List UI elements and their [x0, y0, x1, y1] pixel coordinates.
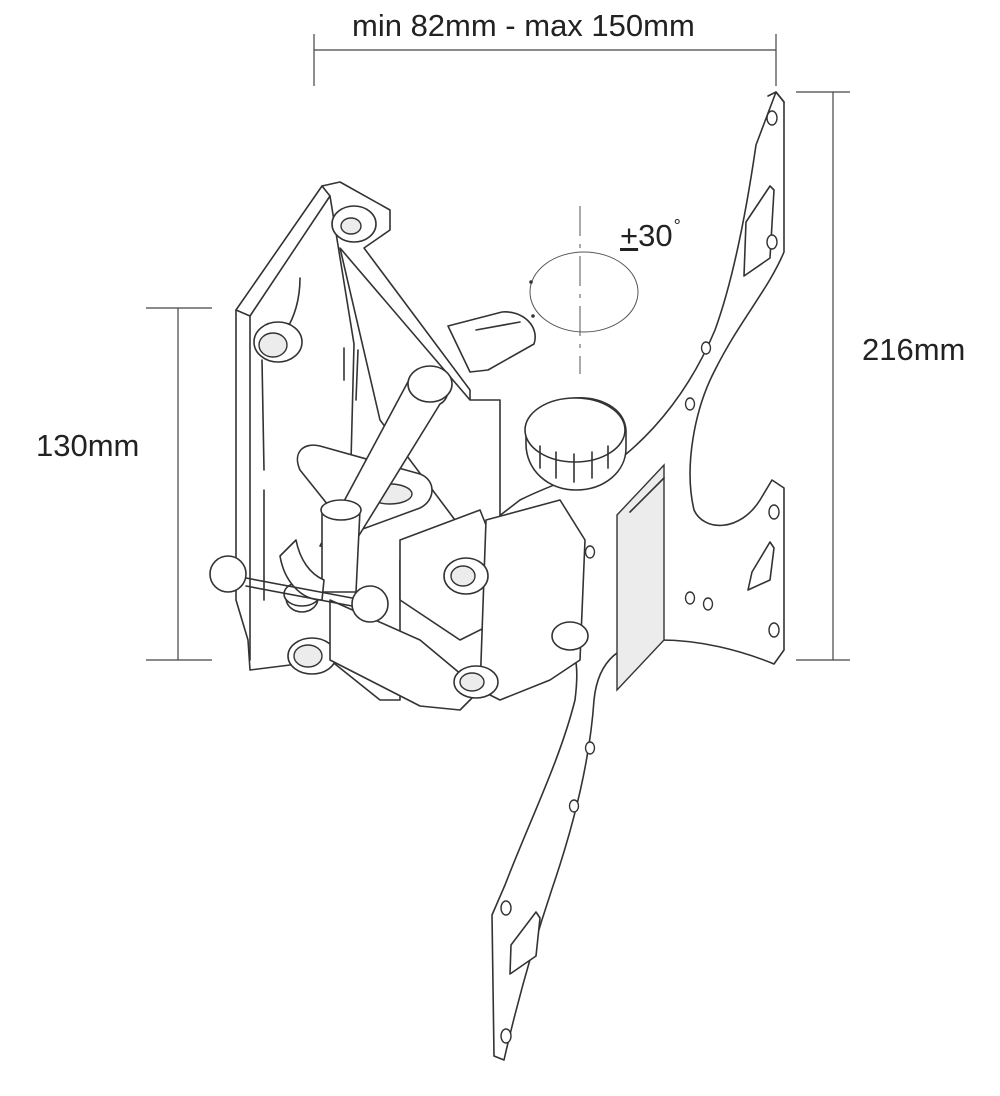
- dimension-line-top: [313, 34, 777, 86]
- rotation-label: +30°: [620, 216, 681, 254]
- dimension-line-left: [146, 307, 212, 661]
- rotation-sign: +: [620, 218, 639, 253]
- tilt-lock-knob: [524, 397, 627, 491]
- spacer-rod: [279, 365, 453, 607]
- dimension-arm-height-label: 130mm: [36, 428, 140, 463]
- rotation-value: 30: [638, 218, 673, 253]
- wall-anchor-pins: [209, 555, 389, 623]
- rotation-indicator: [529, 206, 639, 374]
- rotation-degree-symbol: °: [673, 216, 681, 236]
- dimension-width-label: min 82mm - max 150mm: [352, 8, 695, 43]
- dimension-plate-height-label: 216mm: [862, 332, 966, 367]
- dimension-line-right: [796, 91, 850, 661]
